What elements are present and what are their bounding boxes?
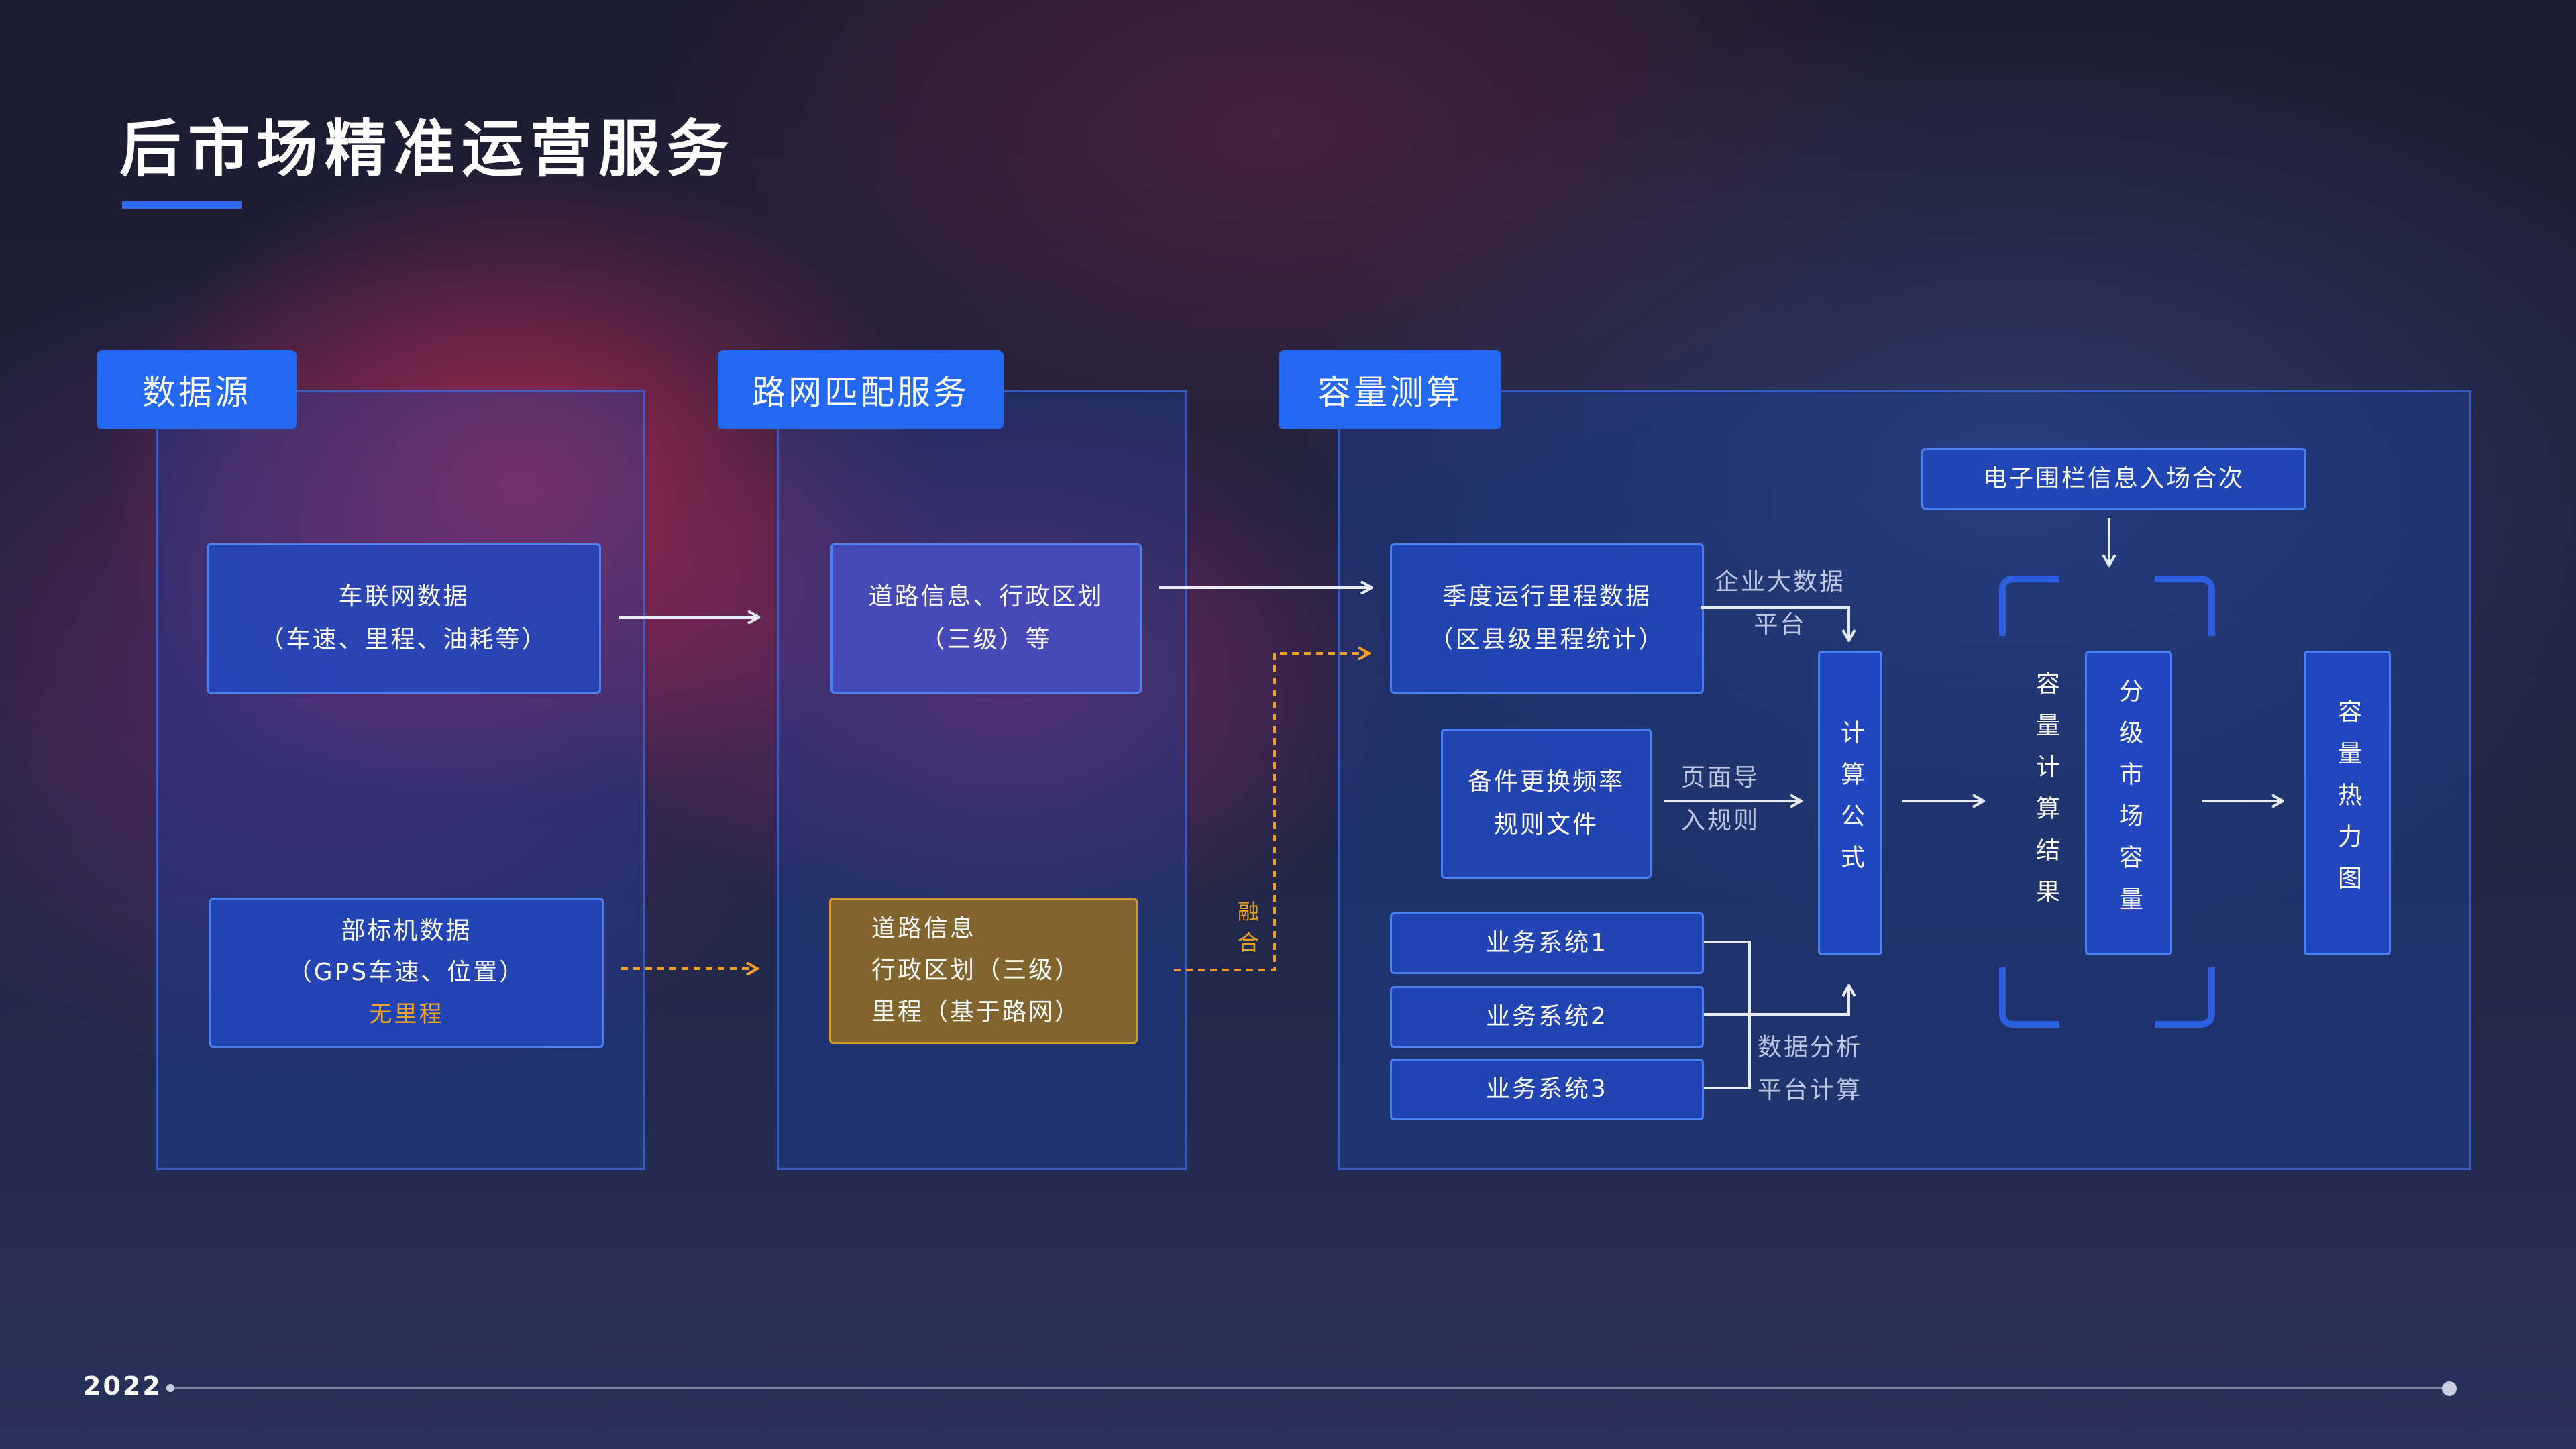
bracket-top-left bbox=[1999, 576, 2059, 636]
footer-year: 2022 bbox=[83, 1371, 162, 1401]
footer-timeline bbox=[170, 1387, 2449, 1389]
spare-parts-line2: 规则文件 bbox=[1493, 811, 1599, 839]
iov-data-title: 车联网数据 bbox=[338, 583, 470, 610]
tier-market-label: 分级市场容量 bbox=[2115, 678, 2143, 928]
road-info-detail: （三级）等 bbox=[920, 626, 1052, 653]
iov-data-box: 车联网数据 （车速、里程、油耗等） bbox=[207, 543, 601, 694]
biz-system-3-label: 业务系统3 bbox=[1486, 1075, 1608, 1103]
analysis-note-line2: 平台计算 bbox=[1758, 1077, 1863, 1104]
road-mileage-box: 道路信息 行政区划（三级） 里程（基于路网） bbox=[829, 898, 1138, 1044]
heatmap-label: 容量热力图 bbox=[2334, 699, 2361, 907]
enterprise-note-line2: 平台 bbox=[1754, 611, 1807, 639]
road-mileage-line3: 里程（基于路网） bbox=[871, 998, 1081, 1026]
arrow-biz-to-formula bbox=[1750, 986, 1849, 1016]
merge-label: 融合 bbox=[1234, 900, 1260, 962]
biz-bracket-line bbox=[1704, 941, 1751, 1089]
section-tag-capacity: 容量测算 bbox=[1279, 350, 1501, 429]
geofence-box: 电子围栏信息入场合次 bbox=[1921, 448, 2306, 510]
road-info-title: 道路信息、行政区划 bbox=[868, 583, 1104, 610]
import-note-line2: 入规则 bbox=[1681, 807, 1760, 835]
quarterly-mileage-box: 季度运行里程数据 （区县级里程统计） bbox=[1390, 543, 1704, 694]
bracket-top-right bbox=[2155, 576, 2215, 636]
biz-system-2-label: 业务系统2 bbox=[1486, 1003, 1608, 1030]
title-underline bbox=[122, 201, 241, 209]
import-note-line1: 页面导 bbox=[1681, 764, 1760, 792]
heatmap-box: 容量热力图 bbox=[2304, 651, 2391, 955]
geofence-label: 电子围栏信息入场合次 bbox=[1982, 465, 2245, 492]
bracket-bottom-right bbox=[2155, 967, 2215, 1028]
terminal-data-box: 部标机数据 （GPS车速、位置） 无里程 bbox=[209, 898, 604, 1048]
analysis-platform-note: 数据分析 平台计算 bbox=[1758, 1026, 1862, 1112]
quarterly-detail: （区县级里程统计） bbox=[1429, 626, 1665, 653]
analysis-note-line1: 数据分析 bbox=[1758, 1034, 1863, 1061]
road-info-box: 道路信息、行政区划 （三级）等 bbox=[830, 543, 1142, 694]
bracket-bottom-left bbox=[1999, 967, 2059, 1028]
capacity-result-label: 容量计算结果 bbox=[2032, 671, 2059, 920]
arrow-merge-to-quarterly bbox=[1174, 653, 1368, 971]
enterprise-platform-note: 企业大数据 平台 bbox=[1715, 561, 1845, 647]
section-tag-data-source: 数据源 bbox=[97, 350, 297, 429]
road-mileage-line2: 行政区划（三级） bbox=[871, 957, 1081, 984]
spare-parts-box: 备件更换频率 规则文件 bbox=[1441, 729, 1652, 879]
section-tag-road-match: 路网匹配服务 bbox=[718, 350, 1004, 429]
footer-end-dot bbox=[2442, 1381, 2457, 1396]
arrow-enterprise-to-formula bbox=[1701, 606, 1849, 640]
formula-label: 计算公式 bbox=[1837, 720, 1864, 886]
page-title: 后市场精准运营服务 bbox=[119, 113, 736, 185]
quarterly-title: 季度运行里程数据 bbox=[1442, 583, 1652, 610]
road-mileage-line1: 道路信息 bbox=[871, 915, 977, 943]
biz-system-3-box: 业务系统3 bbox=[1390, 1059, 1704, 1120]
spare-parts-line1: 备件更换频率 bbox=[1467, 768, 1625, 796]
terminal-data-detail: （GPS车速、位置） bbox=[287, 959, 526, 986]
no-mileage-label: 无里程 bbox=[369, 1001, 444, 1028]
formula-box: 计算公式 bbox=[1818, 651, 1882, 955]
footer-start-dot bbox=[166, 1384, 174, 1392]
biz-system-1-label: 业务系统1 bbox=[1486, 929, 1608, 957]
biz-system-2-box: 业务系统2 bbox=[1390, 986, 1704, 1048]
import-rule-note: 页面导 入规则 bbox=[1681, 757, 1760, 843]
tier-market-box: 分级市场容量 bbox=[2085, 651, 2172, 955]
enterprise-note-line1: 企业大数据 bbox=[1715, 568, 1846, 596]
terminal-data-title: 部标机数据 bbox=[341, 917, 472, 945]
iov-data-detail: （车速、里程、油耗等） bbox=[260, 626, 548, 653]
biz-system-1-box: 业务系统1 bbox=[1390, 912, 1704, 974]
